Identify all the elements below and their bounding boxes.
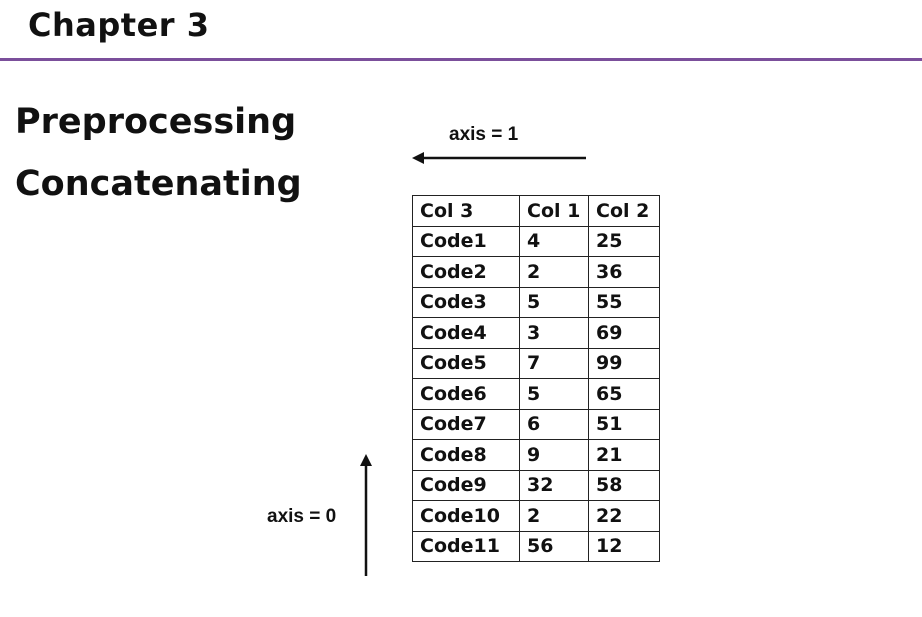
heading-preprocessing: Preprocessing — [15, 102, 297, 142]
table-cell: Code5 — [412, 347, 520, 379]
table-cell: 21 — [588, 439, 660, 471]
table-cell: 99 — [588, 347, 660, 379]
column-header: Col 3 — [412, 195, 520, 227]
table-cell: 25 — [588, 225, 660, 257]
table-cell: 56 — [519, 530, 589, 562]
table-cell: 7 — [519, 347, 589, 379]
table-cell: 51 — [588, 408, 660, 440]
table-cell: 36 — [588, 256, 660, 288]
table-cell: 5 — [519, 378, 589, 410]
table-cell: Code8 — [412, 439, 520, 471]
column-header: Col 1 — [519, 195, 589, 227]
table-cell: Code7 — [412, 408, 520, 440]
axis-1-label: axis = 1 — [449, 124, 519, 145]
table-cell: Code2 — [412, 256, 520, 288]
table-cell: 9 — [519, 439, 589, 471]
table-cell: Code11 — [412, 530, 520, 562]
table-cell: 69 — [588, 317, 660, 349]
table-cell: 2 — [519, 500, 589, 532]
column-header: Col 2 — [588, 195, 660, 227]
arrow-up-icon — [360, 454, 372, 576]
table-cell: 2 — [519, 256, 589, 288]
table-cell: Code10 — [412, 500, 520, 532]
header-divider — [0, 58, 922, 61]
table-cell: 6 — [519, 408, 589, 440]
table-cell: 5 — [519, 286, 589, 318]
table-cell: 32 — [519, 469, 589, 501]
table-cell: 55 — [588, 286, 660, 318]
heading-concatenating: Concatenating — [15, 164, 302, 204]
table-cell: Code6 — [412, 378, 520, 410]
arrow-left-icon — [412, 152, 586, 164]
table-cell: 22 — [588, 500, 660, 532]
table-cell: 12 — [588, 530, 660, 562]
table-cell: 3 — [519, 317, 589, 349]
chapter-title: Chapter 3 — [28, 6, 210, 44]
table-cell: Code1 — [412, 225, 520, 257]
table-cell: 4 — [519, 225, 589, 257]
table-cell: 65 — [588, 378, 660, 410]
table-cell: Code4 — [412, 317, 520, 349]
table-cell: 58 — [588, 469, 660, 501]
table-cell: Code9 — [412, 469, 520, 501]
table-cell: Code3 — [412, 286, 520, 318]
axis-0-label: axis = 0 — [267, 506, 337, 527]
